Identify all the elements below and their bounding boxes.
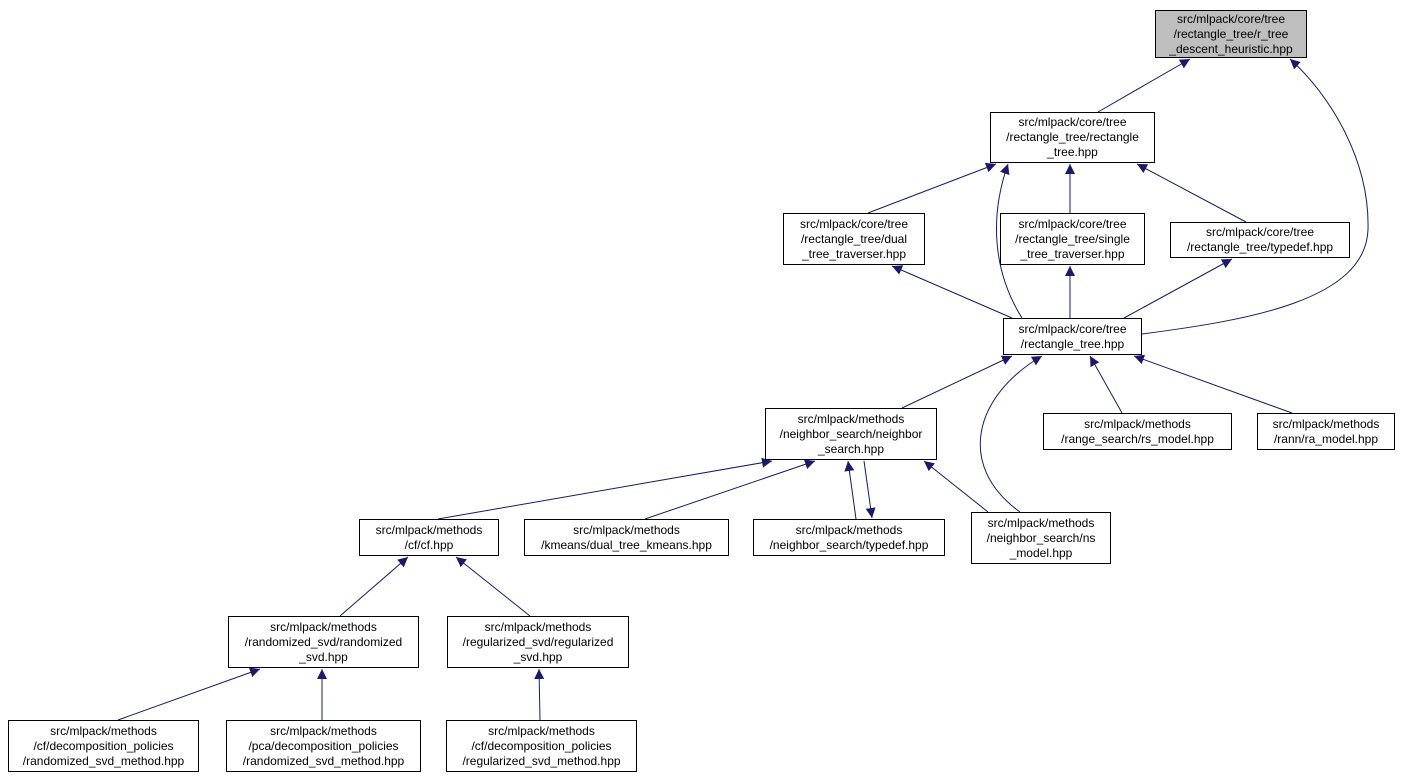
graph-node-n8[interactable]: src/mlpack/methods /range_search/rs_mode… — [1043, 413, 1232, 450]
graph-node-n18[interactable]: src/mlpack/methods /cf/decomposition_pol… — [446, 720, 637, 772]
edge-n13-to-n7 — [923, 460, 989, 513]
graph-node-n13[interactable]: src/mlpack/methods /neighbor_search/ns _… — [971, 512, 1111, 564]
edge-n6-to-n5 — [1123, 258, 1233, 319]
edge-n6-to-n3 — [891, 265, 1013, 319]
edge-n9-to-n6 — [1133, 354, 1293, 414]
graph-node-n12[interactable]: src/mlpack/methods /neighbor_search/type… — [753, 519, 945, 556]
edge-n18-to-n15 — [534, 668, 545, 721]
graph-node-n4[interactable]: src/mlpack/core/tree /rectangle_tree/sin… — [1000, 213, 1145, 265]
graph-node-n10[interactable]: src/mlpack/methods /cf/cf.hpp — [359, 519, 499, 556]
edge-n15-to-n10 — [455, 556, 531, 617]
edge-n6-to-n2 — [996, 163, 1023, 319]
edge-n8-to-n6 — [1089, 355, 1123, 414]
edge-n7-to-n6 — [901, 355, 1013, 409]
graph-node-n5[interactable]: src/mlpack/core/tree /rectangle_tree/typ… — [1170, 222, 1350, 258]
edge-n5-to-n2 — [1136, 163, 1247, 223]
edge-n12-to-n7 — [844, 460, 857, 520]
graph-node-n2[interactable]: src/mlpack/core/tree /rectangle_tree/rec… — [990, 112, 1155, 163]
graph-node-n17[interactable]: src/mlpack/methods /pca/decomposition_po… — [226, 720, 421, 772]
edge-n16-to-n14 — [117, 667, 261, 721]
graph-node-n15[interactable]: src/mlpack/methods /regularized_svd/regu… — [447, 616, 629, 668]
graph-node-n6[interactable]: src/mlpack/core/tree /rectangle_tree.hpp — [1003, 318, 1142, 355]
graph-node-n7[interactable]: src/mlpack/methods /neighbor_search/neig… — [765, 408, 937, 460]
edge-n10-to-n7 — [437, 457, 773, 520]
edge-n3-to-n2 — [867, 162, 997, 214]
graph-node-n1[interactable]: src/mlpack/core/tree /rectangle_tree/r_t… — [1155, 10, 1307, 58]
edge-n11-to-n7 — [644, 459, 816, 520]
edge-n13-to-n6 — [979, 355, 1043, 513]
graph-node-n14[interactable]: src/mlpack/methods /randomized_svd/rando… — [228, 616, 419, 668]
edge-n2-to-n1 — [1097, 58, 1191, 113]
graph-node-n16[interactable]: src/mlpack/methods /cf/decomposition_pol… — [8, 720, 199, 772]
edge-n7-to-n12 — [863, 460, 876, 519]
graph-node-n11[interactable]: src/mlpack/methods /kmeans/dual_tree_kme… — [524, 519, 729, 556]
graph-node-n3[interactable]: src/mlpack/core/tree /rectangle_tree/dua… — [783, 213, 925, 265]
graph-node-n9[interactable]: src/mlpack/methods /rann/ra_model.hpp — [1257, 413, 1395, 450]
edge-n6-to-n1 — [1141, 58, 1369, 335]
edge-n14-to-n10 — [339, 556, 409, 617]
